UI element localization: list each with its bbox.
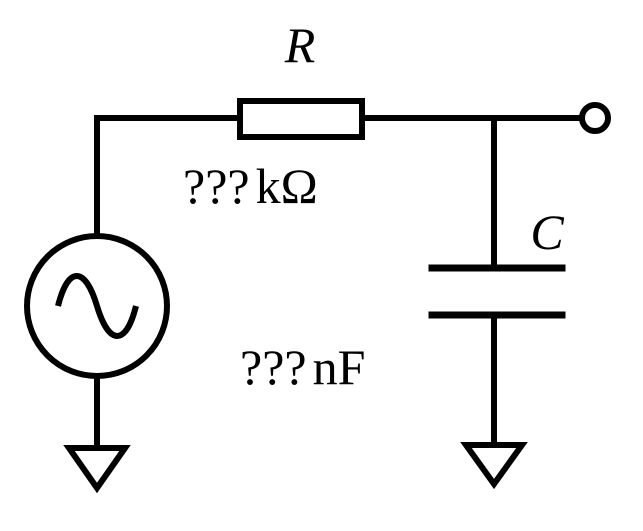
resistor-unit: kΩ: [256, 158, 318, 214]
wire-source-to-resistor: [94, 115, 243, 239]
capacitor-symbol-label: C: [530, 204, 564, 260]
resistor-symbol-label: R: [284, 17, 316, 73]
resistor-value-label: ???kΩ: [183, 158, 318, 214]
resistor-value: ???: [183, 158, 250, 214]
ground-icon: [63, 445, 131, 494]
output-terminal-icon: [579, 102, 611, 134]
capacitor-value-label: ???nF: [240, 339, 365, 395]
capacitor-value: ???: [240, 339, 307, 395]
capacitor-unit: nF: [313, 339, 366, 395]
resistor-body: [237, 98, 365, 140]
ground-icon: [460, 442, 528, 490]
sine-wave-icon: [55, 273, 139, 339]
